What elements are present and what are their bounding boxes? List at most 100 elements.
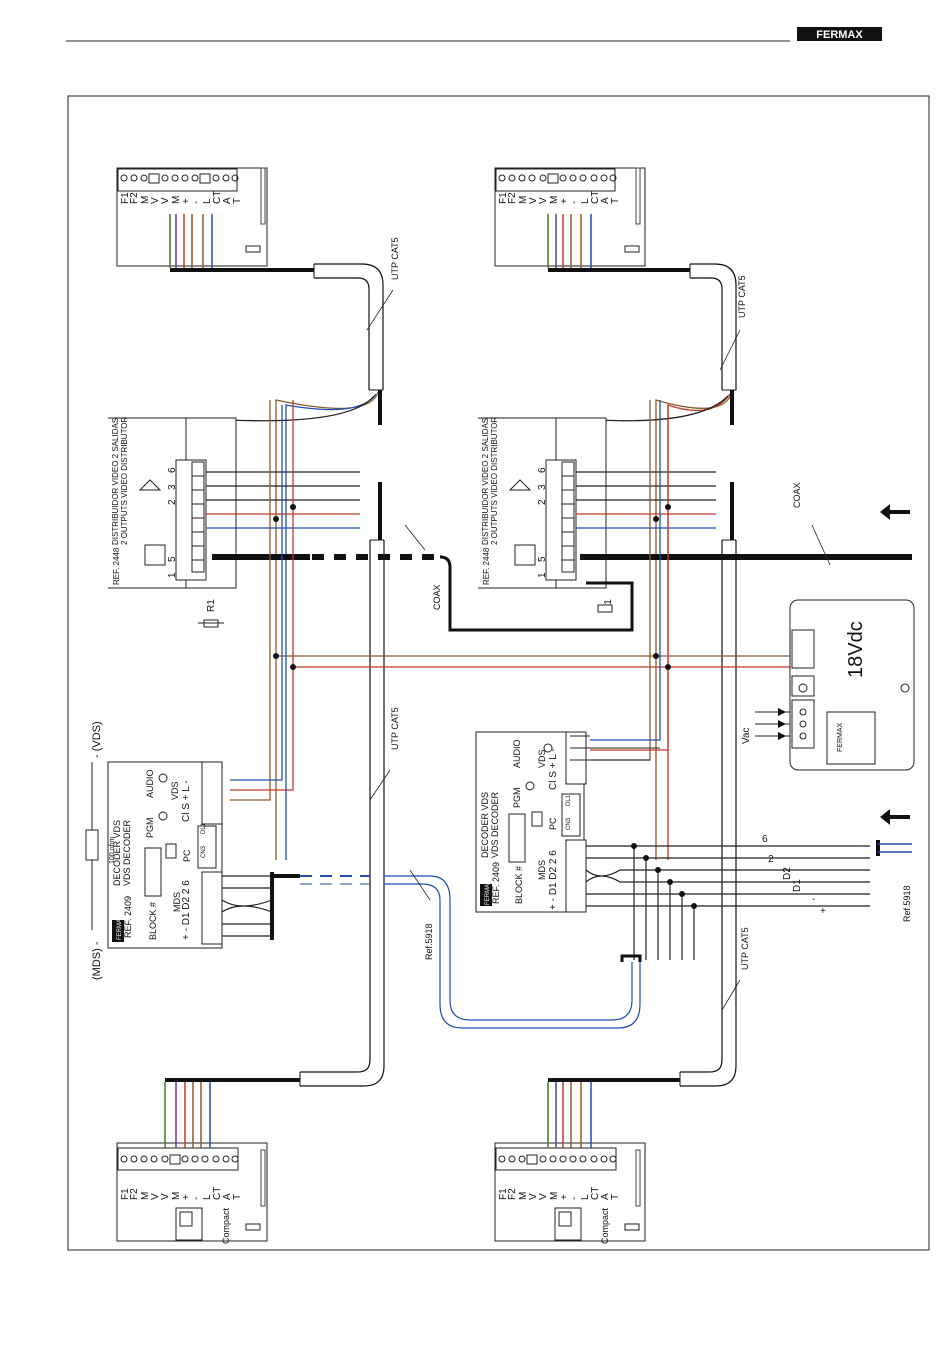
svg-text:2: 2 xyxy=(768,854,774,865)
distributor-wires xyxy=(206,471,716,529)
svg-text:-: - xyxy=(569,201,580,204)
svg-text:2: 2 xyxy=(537,499,548,505)
svg-text:VDS: VDS xyxy=(170,781,180,800)
svg-text:Compact: Compact xyxy=(221,1207,231,1244)
bus-labels: 6 2 D2 D1 - + xyxy=(762,834,826,917)
decoder-left-wires: Ref.5918 xyxy=(221,869,641,1029)
svg-text:UTP CAT5: UTP CAT5 xyxy=(390,237,400,280)
svg-text:M: M xyxy=(171,1192,182,1200)
svg-text:M: M xyxy=(518,1192,529,1200)
svg-text:F1: F1 xyxy=(120,192,131,204)
svg-text:CN3: CN3 xyxy=(201,845,207,858)
svg-text:V: V xyxy=(160,197,171,204)
svg-text:+ - D1 D2 2 6: + - D1 D2 2 6 xyxy=(181,880,192,940)
svg-text:DL1: DL1 xyxy=(201,822,207,834)
svg-text:REF. 2448: REF. 2448 xyxy=(112,547,121,585)
svg-text:L: L xyxy=(580,1194,591,1200)
svg-text:F2: F2 xyxy=(129,192,140,204)
svg-text:CT: CT xyxy=(212,191,223,204)
decoder-right-bus-wires xyxy=(585,845,870,960)
upper-cable-fanout xyxy=(229,391,733,860)
svg-text:T: T xyxy=(232,1194,243,1200)
svg-text:+ - D1 D2 2 6: + - D1 D2 2 6 xyxy=(548,850,559,910)
monitor-bottom-left: F1 F2 M V V M + - L CT A T Compact xyxy=(116,1142,268,1244)
power-bus xyxy=(230,400,790,801)
svg-text:F1: F1 xyxy=(120,1188,131,1200)
utp-cable-top-left: UTP CAT5 xyxy=(313,237,400,391)
utp-cable-top-right: UTP CAT5 xyxy=(689,263,747,391)
svg-text:A: A xyxy=(222,197,233,204)
svg-text:T: T xyxy=(610,1194,621,1200)
svg-text:T: T xyxy=(610,198,621,204)
resistor-r1-left: R1 xyxy=(198,599,224,628)
bus-input-right: Ref.5918 xyxy=(876,809,912,922)
monitor-top-left-wires xyxy=(169,214,213,268)
svg-text:V: V xyxy=(538,1193,549,1200)
svg-text:Compact: Compact xyxy=(600,1207,610,1244)
svg-text:UTP CAT5: UTP CAT5 xyxy=(390,707,400,750)
svg-text:FERMAX: FERMAX xyxy=(816,29,863,41)
svg-text:V: V xyxy=(150,1193,161,1200)
svg-text:M: M xyxy=(140,1192,151,1200)
svg-text:REF. 2409: REF. 2409 xyxy=(123,896,133,938)
coax-right: COAX xyxy=(580,482,912,566)
svg-text:M: M xyxy=(518,196,529,204)
svg-text:T: T xyxy=(232,198,243,204)
svg-text:-: - xyxy=(191,201,202,204)
svg-text:+: + xyxy=(559,1194,570,1200)
svg-text:MDS: MDS xyxy=(537,860,547,880)
svg-text:6: 6 xyxy=(167,467,178,473)
svg-text:Vac: Vac xyxy=(741,728,752,745)
video-distributor-left: REF. 2448 DISTRIBUIDOR VIDEO 2 SALIDAS 2… xyxy=(108,416,237,589)
bus-junctions xyxy=(273,504,671,670)
svg-text:Cl S + L -: Cl S + L - xyxy=(548,748,559,790)
svg-text:UTP CAT5: UTP CAT5 xyxy=(737,275,747,318)
svg-text:V: V xyxy=(528,197,539,204)
svg-text:COAX: COAX xyxy=(432,584,442,610)
monitor-top-right: F1 F2 M V V M + - L CT A T xyxy=(494,167,646,267)
svg-text:DECODER VDS: DECODER VDS xyxy=(112,820,122,886)
svg-text:BLOCK #: BLOCK # xyxy=(148,902,158,940)
svg-text:Cl S + L -: Cl S + L - xyxy=(181,780,192,822)
vac-input: Vac xyxy=(741,708,790,744)
svg-text:UTP CAT5: UTP CAT5 xyxy=(740,927,750,970)
svg-text:V: V xyxy=(538,197,549,204)
svg-text:-: - xyxy=(569,1197,580,1200)
svg-text:DISTRIBUIDOR VIDEO 2 SALIDAS: DISTRIBUIDOR VIDEO 2 SALIDAS xyxy=(481,418,490,545)
monitor-bottom-right-wires xyxy=(547,1082,592,1148)
monitor-top-right-wires xyxy=(547,214,592,268)
vds-decoder-left: FERMAX REF. 2409 DECODER VDS VDS DECODER… xyxy=(107,761,223,949)
svg-text:F1: F1 xyxy=(498,192,509,204)
svg-text:DISTRIBUIDOR VIDEO 2 SALIDAS: DISTRIBUIDOR VIDEO 2 SALIDAS xyxy=(111,418,120,545)
svg-text:VDS: VDS xyxy=(537,749,547,768)
fermax-logo: FERMAX xyxy=(797,27,882,41)
svg-text:(MDS) -: (MDS) - xyxy=(91,941,103,980)
svg-text:F2: F2 xyxy=(507,192,518,204)
coax-left: COAX xyxy=(212,524,634,632)
svg-text:3: 3 xyxy=(537,484,548,490)
svg-text:+: + xyxy=(559,198,570,204)
svg-text:PGM: PGM xyxy=(145,817,155,838)
svg-text:- (VDS): - (VDS) xyxy=(91,721,103,758)
svg-text:M: M xyxy=(549,1192,560,1200)
svg-text:+: + xyxy=(181,1194,192,1200)
svg-text:R1: R1 xyxy=(206,599,217,612)
svg-text:+: + xyxy=(820,906,826,917)
svg-text:AUDIO: AUDIO xyxy=(145,769,155,798)
svg-text:M: M xyxy=(549,196,560,204)
monitor-bottom-right: F1 F2 M V V M + - L CT A T Compact xyxy=(494,1142,646,1244)
svg-text:FERMAX: FERMAX xyxy=(837,723,844,753)
svg-text:DECODER VDS: DECODER VDS xyxy=(480,792,490,858)
svg-text:+: + xyxy=(181,198,192,204)
svg-text:L: L xyxy=(202,1194,213,1200)
power-supply-18vdc: 18Vdc FERMAX xyxy=(789,599,915,771)
svg-text:REF. 2448: REF. 2448 xyxy=(482,547,491,585)
svg-text:V: V xyxy=(528,1193,539,1200)
svg-text:2: 2 xyxy=(167,499,178,505)
svg-text:CT: CT xyxy=(212,1187,223,1200)
svg-text:V: V xyxy=(160,1193,171,1200)
svg-text:CT: CT xyxy=(590,1187,601,1200)
svg-text:D2: D2 xyxy=(782,867,793,880)
